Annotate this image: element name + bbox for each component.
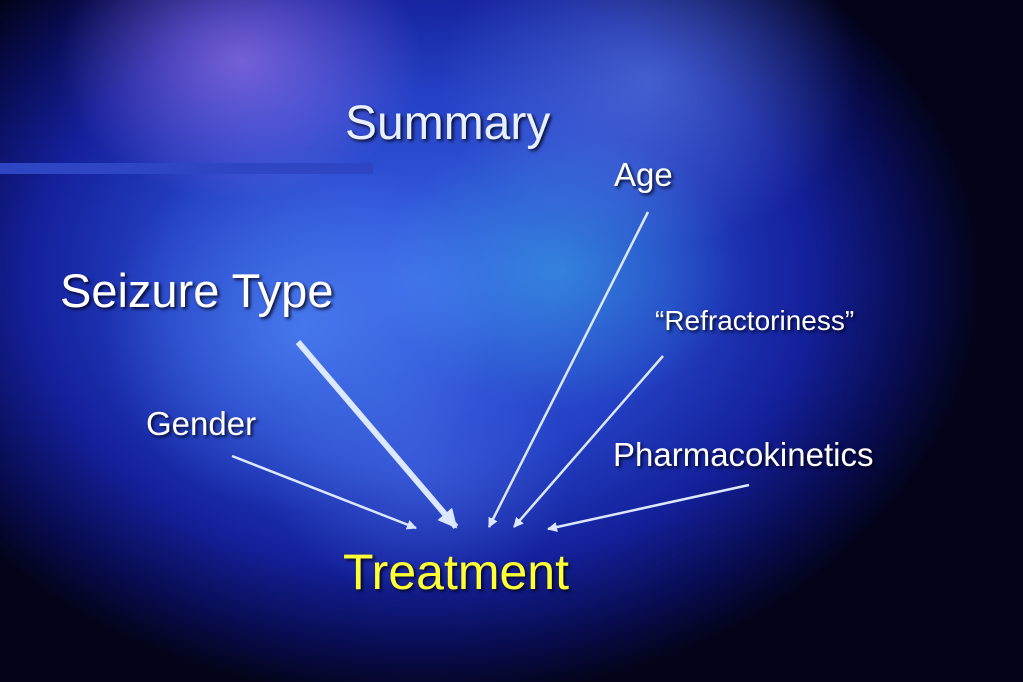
arrow-seizure-type (295, 340, 459, 529)
factor-seizure-type: Seizure Type (60, 264, 334, 317)
arrow-gender (231, 454, 417, 530)
title-rule (0, 163, 373, 174)
target-treatment: Treatment (343, 544, 570, 600)
arrow-pharmacokinetics (547, 483, 750, 532)
factor-gender: Gender (146, 405, 257, 442)
arrow-age (487, 211, 650, 528)
factor-pharmacokinetics: Pharmacokinetics (613, 436, 874, 473)
arrow-refractoriness (513, 355, 664, 528)
factor-age: Age (614, 156, 673, 193)
factor-refractoriness: “Refractoriness” (655, 305, 855, 336)
slide-title: Summary (345, 97, 551, 150)
